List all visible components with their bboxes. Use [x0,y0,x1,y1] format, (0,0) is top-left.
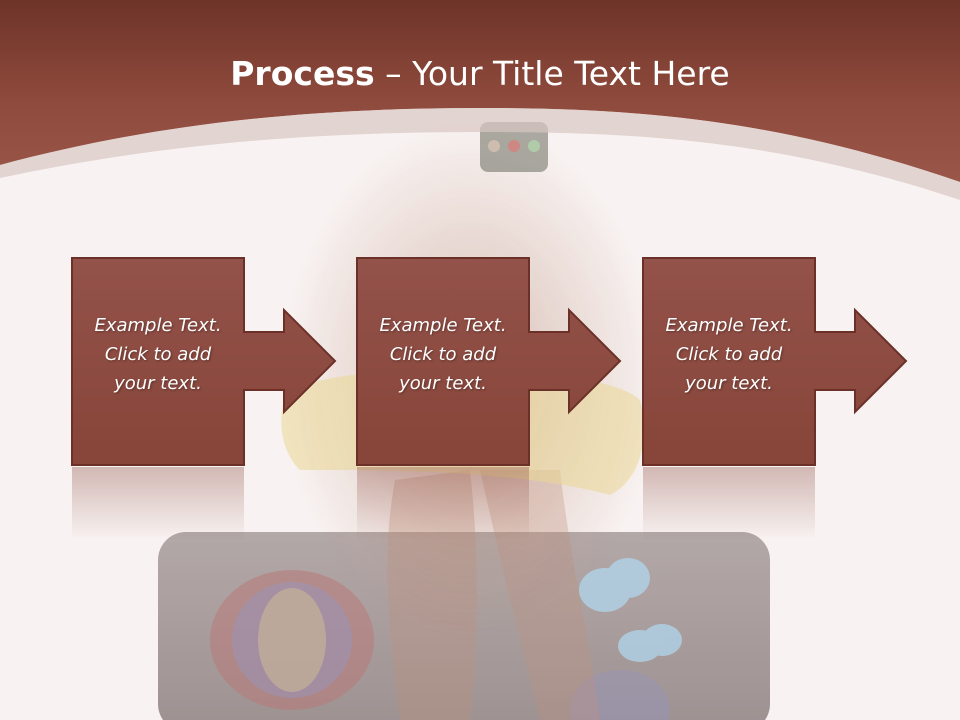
step-text-line: Click to add [389,344,497,365]
step-reflection [357,467,529,540]
step-text-line: Example Text. [379,315,507,336]
process-steps [71,257,908,540]
step-shape [71,257,337,466]
step-text-line: Click to add [104,344,212,365]
step-reflection [643,467,815,540]
step-1-text[interactable]: Example Text. Click to add your text. [68,311,248,398]
step-text-line: Example Text. [665,315,793,336]
step-3-text[interactable]: Example Text. Click to add your text. [639,311,819,398]
process-step-3[interactable] [642,257,908,540]
step-text-line: Example Text. [94,315,222,336]
header-wave [0,108,960,200]
balloon-left [210,570,374,710]
step-text-line: your text. [114,373,202,394]
step-shape [642,257,908,466]
balloon-right [570,670,670,720]
step-shape [356,257,622,466]
process-step-1[interactable] [71,257,337,540]
slide-title[interactable]: Process – Your Title Text Here [0,50,960,98]
step-text-line: your text. [399,373,487,394]
step-text-line: your text. [685,373,773,394]
step-reflection [72,467,244,540]
process-step-2[interactable] [356,257,622,540]
header-band [0,0,960,182]
title-bold: Process [230,54,375,93]
step-text-line: Click to add [675,344,783,365]
step-2-text[interactable]: Example Text. Click to add your text. [353,311,533,398]
title-rest: – Your Title Text Here [374,54,730,93]
